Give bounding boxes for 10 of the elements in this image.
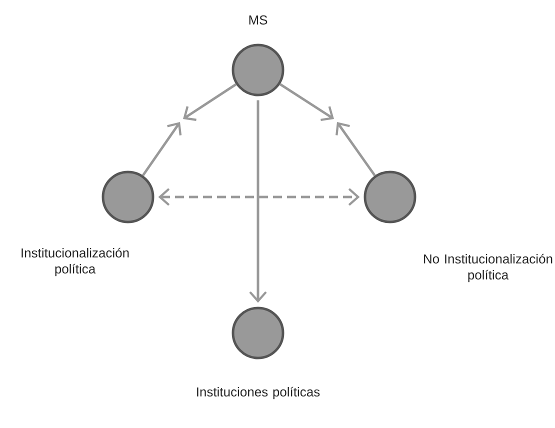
arrow [158, 188, 360, 206]
arrow [336, 122, 376, 176]
arrow [183, 83, 237, 121]
arrow [279, 83, 334, 122]
node-label: Instituciones políticas [197, 386, 320, 400]
node-label: No Institucionalización política [424, 254, 552, 282]
arrow [142, 122, 182, 176]
node-label: MS [249, 15, 268, 25]
arrow [249, 100, 267, 303]
node-label: Institucionalización política [22, 248, 129, 276]
